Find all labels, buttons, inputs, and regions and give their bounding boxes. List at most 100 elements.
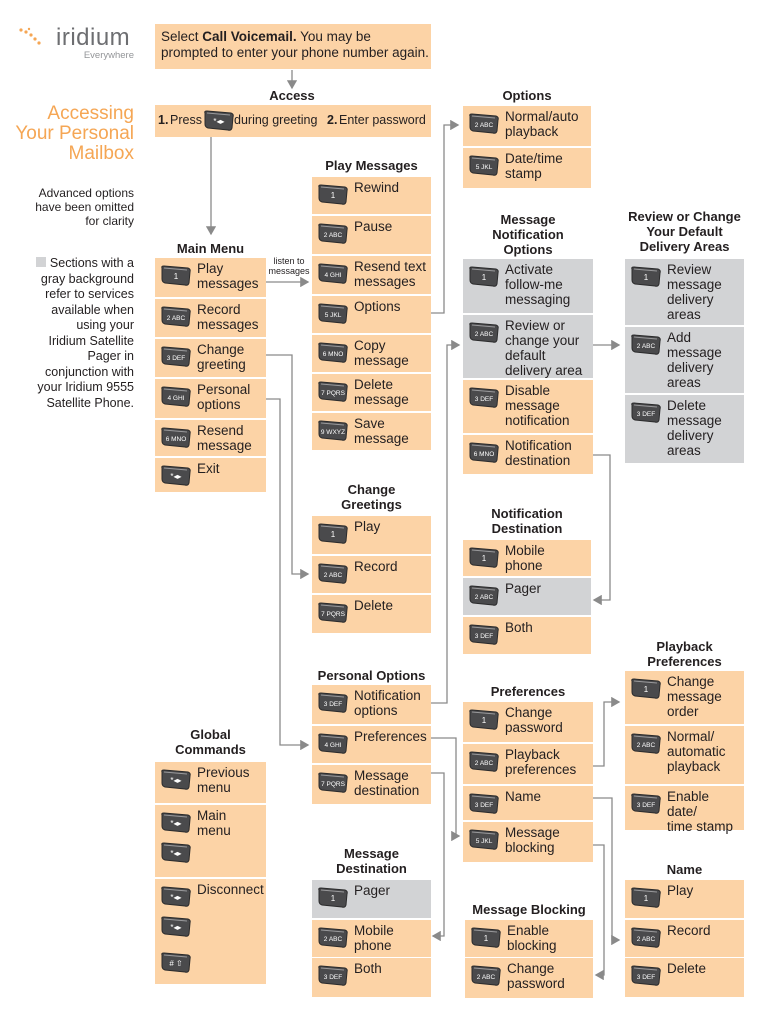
label-line: menu (197, 823, 231, 838)
phone-key-label: 5 JKL (325, 312, 342, 319)
title-line: Options (502, 88, 552, 103)
phone-key-label: 7 PQRS (321, 781, 346, 788)
label-line: Disconnect (197, 882, 264, 897)
page-title-line: Accessing (47, 103, 134, 124)
label-line: menu (197, 780, 231, 795)
phone-key-label: 1 (174, 272, 179, 281)
title-line: Global (190, 727, 231, 742)
phone-key-icon: *◂▸ (202, 109, 236, 131)
label-line: Pager (354, 883, 391, 898)
note-line: Satellite Phone. (46, 395, 134, 410)
label-line: Date/time (505, 151, 563, 166)
label-line: Message (354, 768, 409, 783)
label-line: playback (505, 124, 559, 139)
phone-key-label: 3 DEF (324, 974, 342, 981)
phone-key-icon: 6 MNO (316, 341, 350, 363)
phone-key-label: 1 (644, 273, 649, 282)
label-line: Previous (197, 765, 250, 780)
phone-key-label: 3 DEF (475, 633, 493, 640)
phone-key-label: 4 GHI (325, 272, 342, 279)
label-line: phone (505, 558, 543, 573)
phone-key-label: 3 DEF (637, 411, 655, 418)
phone-key-label: 2 ABC (637, 742, 656, 749)
access-box: 1. Press *◂▸ during greeting 2. Enter pa… (155, 105, 431, 137)
label-line: Playback (505, 747, 560, 762)
intro-bold: Call Voicemail. (202, 29, 297, 44)
title-line: Commands (175, 742, 246, 757)
phone-key-icon: *◂▸ (159, 841, 193, 863)
phone-key-label: 3 DEF (324, 701, 342, 708)
change-greetings-label: Delete (354, 598, 429, 613)
label-line: options (354, 703, 398, 718)
note-line: your Iridium 9555 (37, 380, 134, 394)
label-line: Mobile (505, 543, 545, 558)
label-line: Change (197, 342, 245, 357)
label-line: Change (667, 674, 715, 689)
title-line: Change (347, 482, 396, 497)
label-line: stamp (505, 166, 542, 181)
phone-key-icon: *◂▸ (159, 915, 193, 937)
name-title: Name (615, 862, 754, 877)
label-line: Delete (667, 398, 707, 413)
title-line: Message Blocking (472, 902, 586, 917)
phone-key-label: 3 DEF (475, 396, 493, 403)
access-title: Access (269, 88, 315, 103)
page-title-line: Your Personal (15, 123, 134, 144)
phone-key-label: 6 MNO (166, 436, 187, 443)
phone-key-icon: 3 DEF (316, 691, 350, 713)
label-line: messages (197, 276, 259, 291)
label-line: delivery (667, 292, 714, 307)
phone-key-icon: 2 ABC (629, 732, 663, 754)
iridium-logo: iridium Everywhere (18, 24, 136, 64)
phone-key-icon: *◂▸ (159, 811, 193, 833)
brand-name: iridium (56, 24, 131, 51)
phone-key-icon: 1 (629, 677, 663, 699)
label-line: follow-me (505, 277, 563, 292)
label-line: Preferences (354, 729, 427, 744)
label-line: Resend (197, 423, 244, 438)
playback-preferences-label: Enable date/time stamp (667, 789, 742, 834)
phone-key-icon: 1 (467, 708, 501, 730)
title-line: Greetings (341, 497, 402, 512)
title-line: Preferences (490, 684, 566, 699)
label-line: order (667, 704, 699, 719)
title-line: Destination (491, 521, 563, 536)
title-line: Destination (336, 861, 407, 876)
phone-key-icon: 7 PQRS (316, 380, 350, 402)
label-line: default (505, 348, 546, 363)
label-line: password (507, 976, 565, 991)
phone-key-icon: 2 ABC (467, 750, 501, 772)
label-line: message (667, 345, 722, 360)
label-line: Rewind (354, 180, 400, 195)
label-line: Record (197, 302, 241, 317)
phone-key-icon: # ⇧ (159, 951, 193, 973)
label-line: password (505, 720, 563, 735)
phone-key-label: *◂▸ (170, 472, 181, 481)
phone-key-label: 1 (644, 894, 649, 903)
phone-key-icon: 6 MNO (467, 441, 501, 463)
title-line: Personal Options (317, 668, 426, 683)
title-line: Preferences (647, 654, 722, 669)
phone-key-label: 2 ABC (167, 315, 186, 322)
title-line: Your Default (646, 224, 723, 239)
title-line: Notification (492, 227, 564, 242)
phone-key-icon: 1 (316, 183, 350, 205)
phone-key-label: 1 (331, 894, 336, 903)
phone-key-icon: 3 DEF (467, 792, 501, 814)
phone-key-icon: 2 ABC (316, 926, 350, 948)
personal-options-label: Preferences (354, 729, 429, 744)
label-line: Main (197, 808, 227, 823)
gray-legend-note: Sections with a gray background refer to… (8, 256, 134, 411)
phone-key-label: *◂▸ (170, 923, 181, 932)
